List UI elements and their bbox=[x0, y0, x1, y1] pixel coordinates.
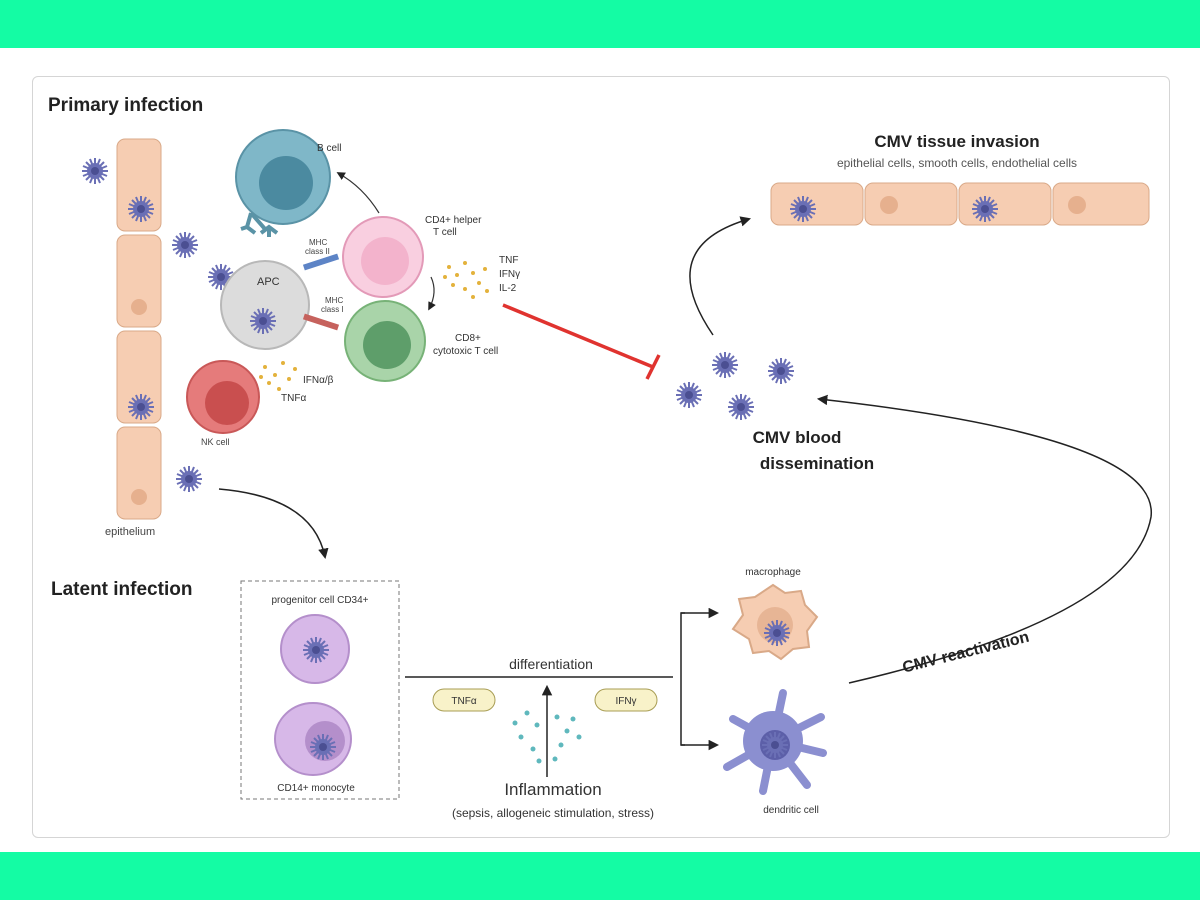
cd8-cytotoxic-t-cell bbox=[344, 300, 426, 382]
ifn-ab-label: IFNα/β bbox=[303, 375, 334, 386]
virus-icon bbox=[81, 157, 109, 185]
mhc-i-label-1: MHC bbox=[325, 296, 343, 305]
virus-icon bbox=[727, 393, 755, 421]
virus-icon bbox=[675, 381, 703, 409]
inhibition-bar bbox=[645, 354, 661, 380]
b-cell-label: B cell bbox=[317, 143, 341, 154]
primary-infection-title: Primary infection bbox=[48, 95, 203, 116]
cytokine-dots bbox=[443, 261, 489, 299]
macrophage-cell bbox=[731, 583, 819, 661]
mhc-ii-label-2: class II bbox=[305, 247, 330, 256]
ifng-tag-label: IFNγ bbox=[615, 696, 636, 707]
monocyte-cell bbox=[274, 702, 352, 776]
nk-cell bbox=[186, 360, 260, 434]
mhc-class-i-receptor bbox=[302, 313, 340, 331]
cd4-helper-t-cell bbox=[342, 216, 424, 298]
tissue-cells bbox=[770, 182, 1150, 226]
cytokine-tnf: TNF bbox=[499, 255, 518, 266]
nk-cytokine-dots bbox=[259, 361, 297, 391]
diagram-panel: Primary infection epithelium B cell APC … bbox=[32, 76, 1170, 838]
mhc-ii-label-1: MHC bbox=[309, 238, 327, 247]
cd4-label-1: CD4+ helper bbox=[425, 215, 482, 226]
epithelium-label: epithelium bbox=[105, 526, 155, 538]
latent-infection-title: Latent infection bbox=[51, 579, 192, 600]
dendritic-label: dendritic cell bbox=[763, 805, 819, 816]
reactivation-arrow bbox=[816, 394, 1152, 684]
monocyte-label: CD14+ monocyte bbox=[277, 783, 355, 794]
blood-dissemination-line1: CMV blood bbox=[753, 428, 842, 447]
progenitor-label: progenitor cell CD34+ bbox=[272, 595, 369, 606]
top-band bbox=[0, 0, 1200, 48]
arrow-blood-to-tissue bbox=[689, 216, 752, 336]
latent-cells-box bbox=[240, 580, 400, 800]
arrow-cd4-to-cd8 bbox=[428, 276, 436, 311]
tnfa-tag-label: TNFα bbox=[451, 696, 476, 707]
bottom-band bbox=[0, 852, 1200, 900]
tissue-invasion-title: CMV tissue invasion bbox=[874, 132, 1039, 151]
arrow-to-latent bbox=[218, 488, 329, 560]
tissue-invasion-subtitle: epithelial cells, smooth cells, endothel… bbox=[837, 156, 1077, 170]
macrophage-label: macrophage bbox=[745, 567, 801, 578]
arrow-cd4-to-b-cell bbox=[336, 172, 380, 214]
apc-label: APC bbox=[257, 276, 280, 288]
apc-cell bbox=[220, 260, 310, 350]
dendritic-cell bbox=[723, 689, 827, 795]
cd8-label-1: CD8+ bbox=[455, 333, 481, 344]
mhc-i-label-2: class I bbox=[321, 305, 344, 314]
virus-icon bbox=[767, 357, 795, 385]
tnfa-label: TNFα bbox=[281, 393, 306, 404]
cd4-label-2: T cell bbox=[433, 227, 457, 238]
mhc-class-ii-receptor bbox=[302, 253, 340, 271]
tnfa-tag bbox=[432, 688, 496, 712]
nk-cell-label: NK cell bbox=[201, 437, 230, 447]
cytokine-il2: IL-2 bbox=[499, 283, 517, 294]
virus-icon bbox=[175, 465, 203, 493]
cmv-diagram: Primary infection epithelium B cell APC … bbox=[48, 95, 1152, 820]
inflammation-sub: (sepsis, allogeneic stimulation, stress) bbox=[452, 806, 654, 820]
cytokine-ifng: IFNγ bbox=[499, 269, 520, 280]
cd8-label-2: cytotoxic T cell bbox=[433, 346, 498, 357]
differentiation-label: differentiation bbox=[509, 656, 593, 672]
epithelium-column bbox=[116, 138, 162, 520]
inflammation-dots bbox=[512, 710, 582, 764]
reactivation-label: CMV reactivation bbox=[901, 629, 1031, 677]
progenitor-cell bbox=[280, 614, 350, 684]
inhibition-line bbox=[502, 303, 654, 369]
blood-dissemination-line2: dissemination bbox=[760, 454, 874, 473]
ifng-tag bbox=[594, 688, 658, 712]
branch-bracket bbox=[680, 612, 685, 746]
virus-icon bbox=[171, 231, 199, 259]
virus-icon bbox=[711, 351, 739, 379]
inflammation-label: Inflammation bbox=[504, 780, 601, 799]
b-cell bbox=[235, 129, 331, 237]
